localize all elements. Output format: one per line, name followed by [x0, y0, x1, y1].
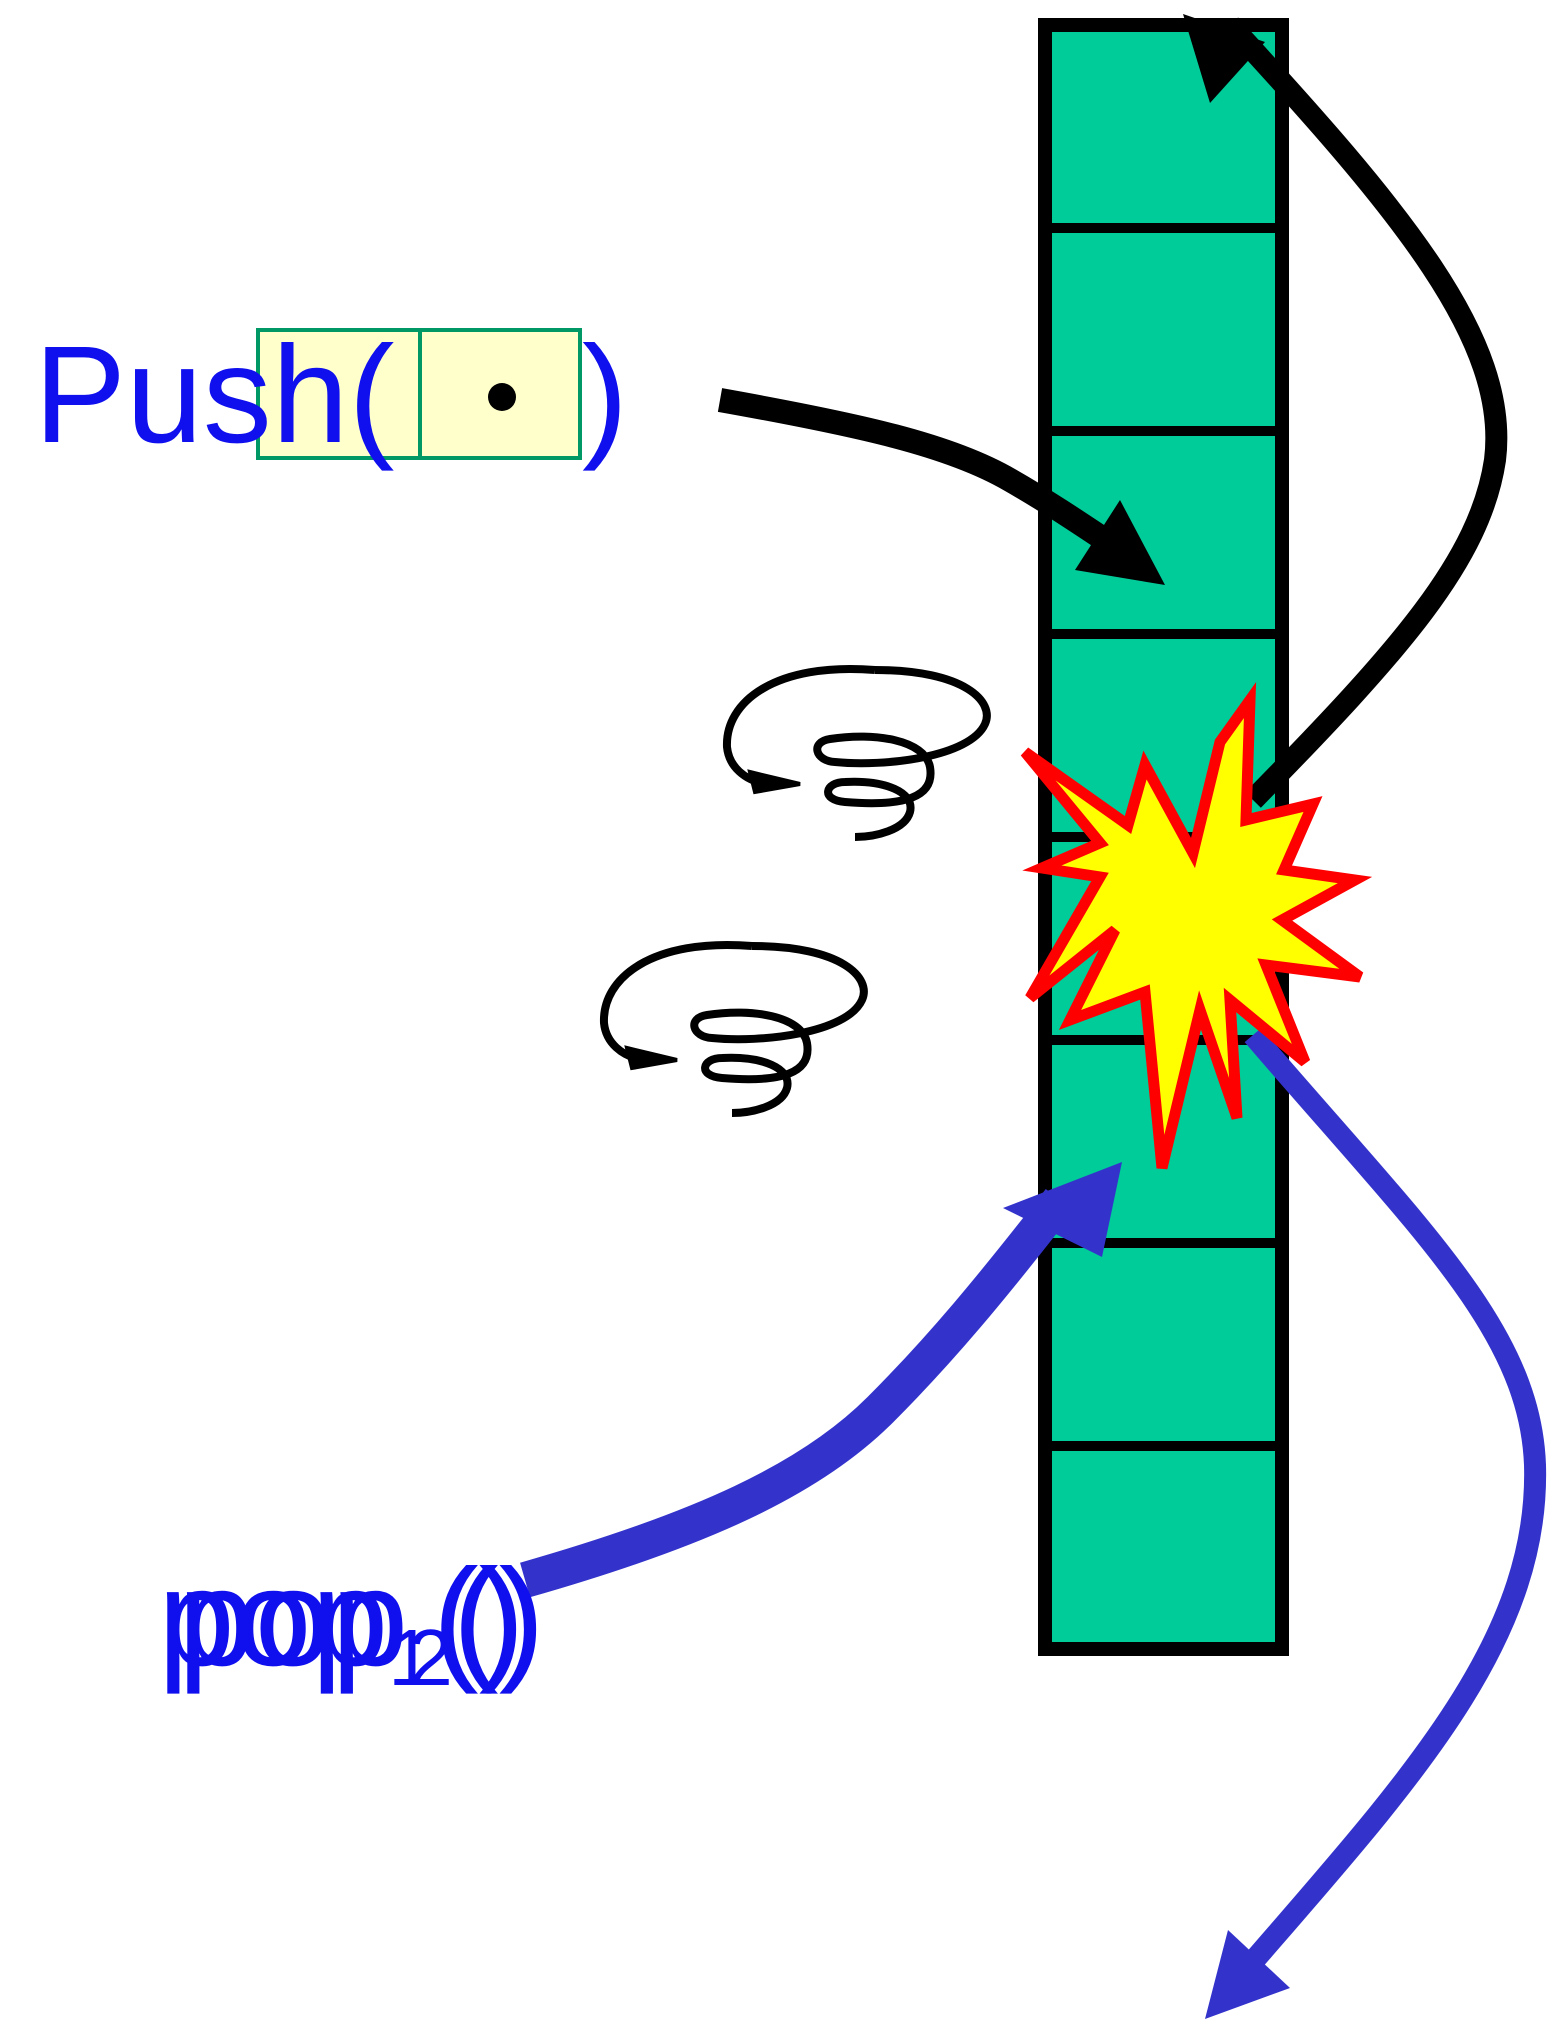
- push-arrow: [717, 388, 1165, 585]
- push-label: Push( ): [34, 318, 628, 472]
- push-word: Push(: [34, 318, 395, 472]
- pop-arrow-in: [520, 1162, 1122, 1598]
- push-item-box-left: [256, 328, 422, 460]
- pop-label-2: pop2(): [178, 1541, 545, 1702]
- pop-arrow-top: [1183, 14, 1508, 808]
- bullet-dot-icon: [488, 383, 516, 411]
- push-close-paren: ): [582, 318, 628, 472]
- pop-arrow-out: [1205, 1027, 1547, 2019]
- pop-labels: pop1() pop2(): [158, 1541, 545, 1702]
- pop-label-1: pop1(): [158, 1541, 525, 1702]
- explosion-icon: [1020, 681, 1373, 1170]
- spin-wait-icon: [722, 665, 991, 841]
- spin-wait-icon: [599, 941, 868, 1117]
